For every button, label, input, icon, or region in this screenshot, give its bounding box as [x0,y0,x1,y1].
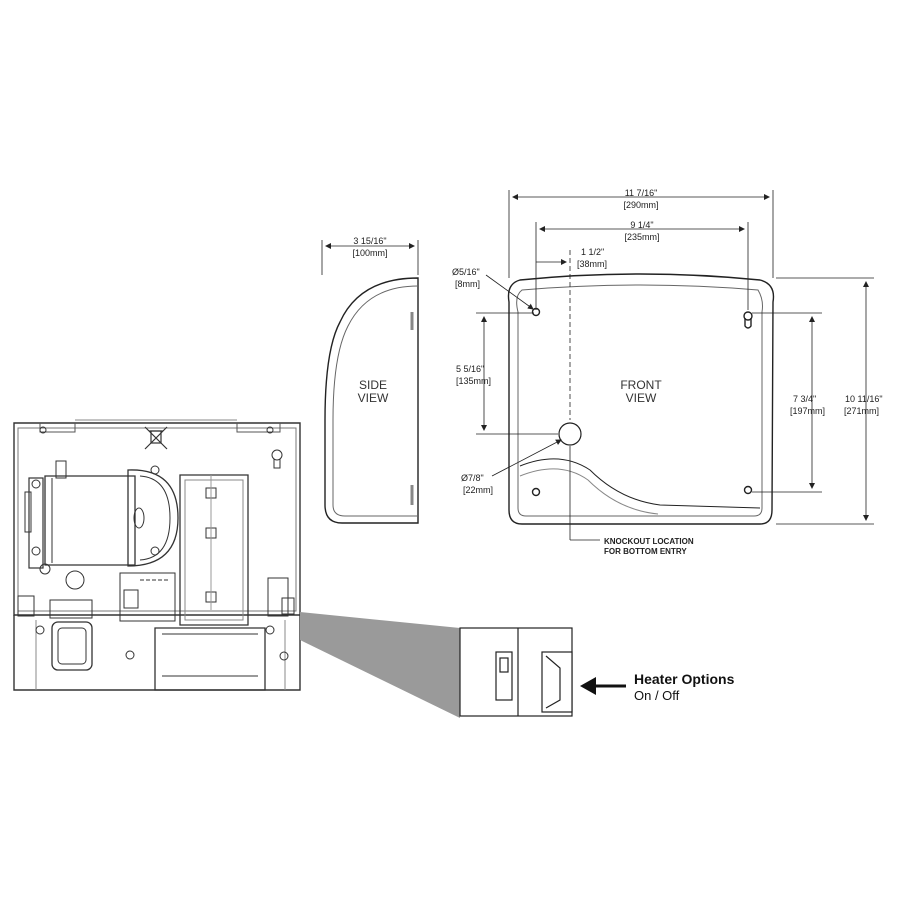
mount-hole-dia-in: Ø5/16" [452,267,480,277]
front-width-in: 11 7/16" [625,188,658,198]
knockout-dia-mm: [22mm] [463,485,493,495]
heater-options-subtitle: On / Off [634,688,680,703]
side-view-label-2: VIEW [358,391,389,405]
side-view-outline [324,277,419,524]
hole-vertical-mm: [197mm] [790,406,825,416]
knockout-note-1: KNOCKOUT LOCATION [604,537,694,546]
weee-bin-icon [144,426,168,450]
knockout-note-2: FOR BOTTOM ENTRY [604,547,687,556]
side-depth-in: 3 15/16" [353,236,386,246]
front-view-label-1: FRONT [620,378,662,392]
overall-height-in: 10 11/16" [845,394,883,404]
knockout-height-mm: [135mm] [456,376,491,386]
interior-view [13,419,301,691]
hole-span-in: 9 1/4" [630,220,653,230]
front-view-outline [507,273,775,525]
front-view-label-2: VIEW [626,391,657,405]
knockout-dia-in: Ø7/8" [461,473,484,483]
hole-vertical-in: 7 3/4" [793,394,816,404]
knockout-offset-in: 1 1/2" [581,247,604,257]
mount-hole-dia-mm: [8mm] [455,279,480,289]
side-view-label-1: SIDE [359,378,387,392]
knockout-offset-mm: [38mm] [577,259,607,269]
overall-height-mm: [271mm] [844,406,879,416]
zoom-wedge [300,612,460,718]
heater-options-title: Heater Options [634,671,735,687]
knockout-height-in: 5 5/16" [456,364,484,374]
side-depth-mm: [100mm] [352,248,387,258]
front-width-mm: [290mm] [623,200,658,210]
hole-span-mm: [235mm] [624,232,659,242]
heater-arrow-icon [580,677,626,695]
heater-switch-detail [459,627,573,717]
